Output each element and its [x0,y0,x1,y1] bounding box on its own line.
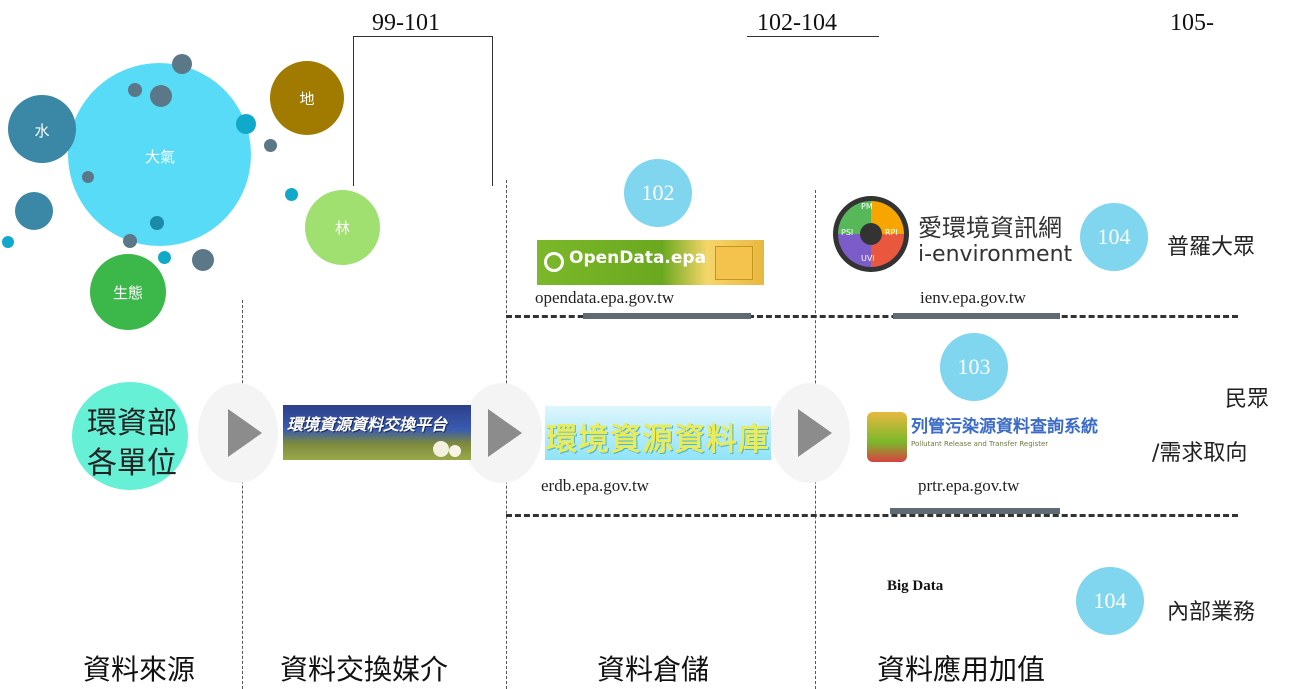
gauge-icon: PM PSI RPI UVI [833,196,909,272]
label-civic-2: /需求取向 [1152,441,1248,466]
gauge-uvi: UVI [861,254,875,263]
separator-1 [242,300,243,689]
dot [172,54,192,74]
opendata-url[interactable]: opendata.epa.gov.tw [535,288,675,307]
period-102-104: 102-104 [757,10,837,36]
play-arrow-icon [228,409,262,457]
play-arrow-icon [488,409,522,457]
prtr-logo-cn: 列管污染源資料查詢系統 [911,417,1098,437]
gauge-center [860,223,882,245]
column-data-exchange: 資料交換媒介 [280,653,449,686]
water-bubble [8,95,76,163]
water-label: 水 [34,122,50,140]
dot [285,188,298,201]
opendata-logo-text: OpenData.epa [569,248,707,268]
air-label: 大氣 [144,148,175,166]
ienv-underbar [893,313,1060,319]
bracket-right-line [492,36,493,186]
flow-arrow-2 [462,383,542,483]
dot [236,114,256,134]
dot [82,171,94,183]
year-badge-102: 102 [624,159,692,227]
big-data-label: Big Data [887,578,944,594]
dot [15,192,53,230]
gauge-pm: PM [861,202,873,211]
prtr-underbar [890,508,1060,514]
dot [158,251,171,264]
ienv-logo-cn: 愛環境資訊網 [918,214,1062,242]
year-badge-103: 103 [940,333,1008,401]
gauge-psi: PSI [841,228,854,237]
gauge-rpi: RPI [885,228,898,237]
dot [128,83,142,97]
bracket-left-line [353,36,354,186]
tier-divider-1 [506,315,1238,318]
search-icon [544,252,564,272]
column-data-application: 資料應用加值 [877,653,1046,686]
year-badge-104-top: 104 [1080,203,1148,271]
flower-icon [449,445,461,457]
erdb-logo-text: 環境資源資料庫 [546,422,770,458]
label-internal: 內部業務 [1167,600,1256,625]
opendata-logo[interactable]: OpenData.epa [537,240,764,285]
period-99-101: 99-101 [372,10,440,36]
source-unit-circle [72,382,188,490]
dot [150,216,164,230]
flow-arrow-1 [198,383,278,483]
label-public: 普羅大眾 [1167,235,1256,260]
eco-bubble [90,254,166,330]
source-unit-line2: 各單位 [87,446,177,481]
period-105: 105- [1170,10,1214,36]
column-data-warehouse: 資料倉儲 [597,653,710,686]
tier-divider-2 [506,514,1238,517]
ienv-url[interactable]: ienv.epa.gov.tw [920,288,1026,307]
prtr-url[interactable]: prtr.epa.gov.tw [918,476,1020,495]
ienv-logo-en: i-environment [918,242,1073,267]
prtr-logo[interactable]: 列管污染源資料查詢系統 Pollutant Release and Transf… [865,400,1098,468]
opendata-underbar [583,313,751,319]
flower-icon [433,441,449,457]
play-arrow-icon [798,409,832,457]
exchange-platform-title: 環境資源資料交換平台 [287,415,448,434]
forest-label: 林 [334,219,350,237]
source-unit-line1: 環資部 [87,406,177,441]
eco-label: 生態 [112,284,143,302]
prtr-logo-en: Pollutant Release and Transfer Register [911,440,1049,448]
pollution-icon [867,412,907,462]
column-data-source: 資料來源 [83,653,196,686]
dot [264,139,277,152]
erdb-url[interactable]: erdb.epa.gov.tw [541,476,649,495]
dot [192,249,214,271]
dot [2,236,14,248]
forest-bubble [305,190,380,265]
land-bubble [270,61,344,135]
ienv-logo[interactable]: PM PSI RPI UVI 愛環境資訊網 i-environment [830,186,1080,282]
erdb-logo[interactable]: 環境資源資料庫 [545,406,771,460]
land-label: 地 [299,90,315,108]
dot [150,85,172,107]
flow-arrow-3 [770,383,850,483]
bracket-top-line-1 [353,36,493,37]
label-civic-1: 民眾 [1225,387,1270,412]
folder-icon [715,246,753,280]
bracket-top-line-2 [747,36,879,37]
dot [123,234,137,248]
year-badge-104-bottom: 104 [1076,567,1144,635]
exchange-platform-banner[interactable]: 環境資源資料交換平台 [283,405,471,460]
